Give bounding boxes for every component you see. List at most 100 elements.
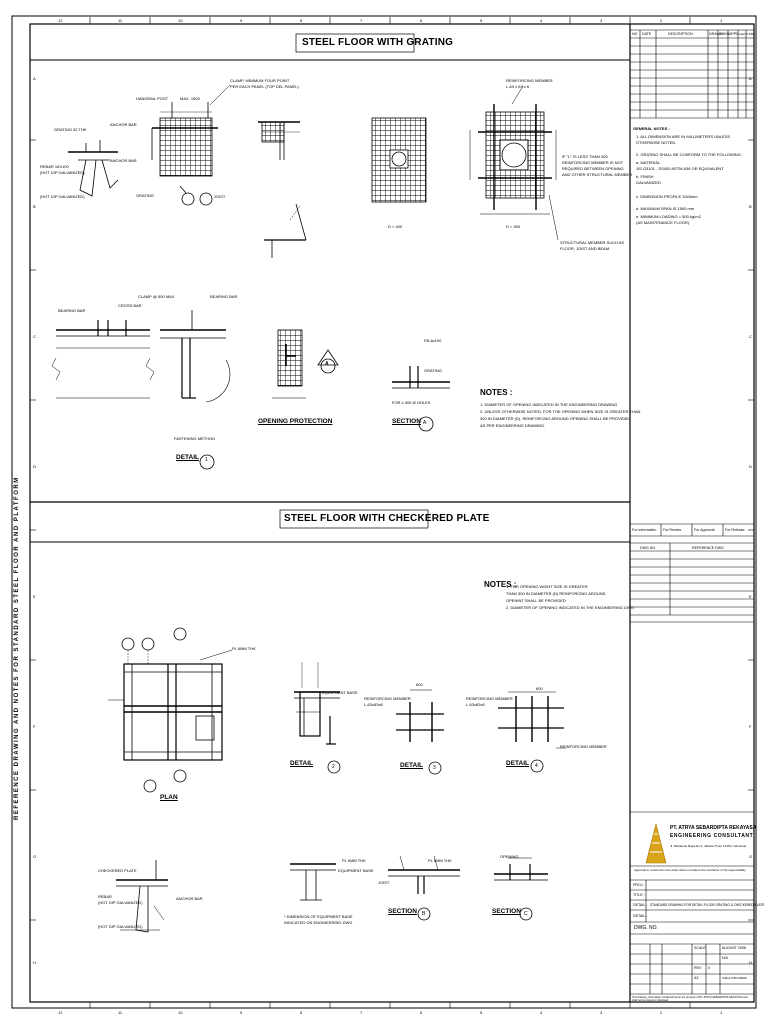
- label-reinforcing-size: L-63 x 63 x 6: [506, 84, 530, 89]
- label-plate-thk: PL 6MM THK: [232, 646, 256, 651]
- border-number: 4: [540, 1010, 543, 1015]
- border-number: 11: [118, 1010, 123, 1015]
- section-marker-a: A: [325, 361, 329, 367]
- border-letter: C: [33, 334, 36, 339]
- border-letter: D: [33, 464, 36, 469]
- label-dim-b: D > 300: [506, 224, 521, 229]
- rev-col: APPD: [729, 32, 739, 36]
- rev-label: REV: [694, 966, 702, 970]
- label-checkered-plate: CHECKERED PLATE: [98, 868, 137, 873]
- border-number: 5: [480, 18, 483, 23]
- checkered-note: 1. FOR OPENING WIDHT SIZE IS GREATER: [506, 584, 588, 589]
- label-cross-bar: CROSS BAR: [118, 303, 142, 308]
- label-handrail-post: HANDRAIL POST: [136, 96, 169, 101]
- grating-note: 300 IN DIAMETER (D), REINFORCING AROUND …: [480, 416, 631, 421]
- dwg-no-label: DWG. NO.: [634, 925, 658, 931]
- status-for-review: For Review: [663, 528, 682, 532]
- ref-dwg-no-header: DWG NO.: [640, 546, 657, 550]
- border-letter: E: [749, 594, 752, 599]
- detail-2-label: DETAIL: [290, 760, 313, 767]
- detail-label-2: DETAIL :: [633, 914, 648, 918]
- size-value: A3: [694, 976, 699, 980]
- detail-3-label: DETAIL: [400, 762, 423, 769]
- label-galv: (HOT DIP GALVANIZED): [40, 170, 85, 175]
- border-number: 2: [660, 1010, 663, 1015]
- label-reinforcing-member-4b: REINFORCING MEMBER: [560, 744, 607, 749]
- label-reinforcing-member: REINFORCING MEMBER: [506, 78, 553, 83]
- label-if-note-2: REINFORCING MEMBER IS NOT: [562, 160, 624, 165]
- label-joist-c: JOIST: [378, 880, 390, 885]
- label-grating-thk: GRATING 32 THK: [54, 127, 87, 132]
- detail-description: STANDARD DRAWING FOR DETAIL FLOOR GRATIN…: [650, 903, 765, 907]
- border-number: 11: [118, 18, 123, 23]
- label-fastening: FASTENING METHOD: [174, 436, 216, 441]
- label-bearing-bar: BEARING BAR: [58, 308, 86, 313]
- general-note: b. FINISH: [636, 174, 654, 179]
- border-number: 2: [660, 18, 663, 23]
- detail-2-number: 2: [332, 764, 335, 770]
- label-if-note-4: AND OTHER STRUCTURAL MEMBER: [562, 172, 633, 177]
- border-number: 1: [720, 18, 723, 23]
- label-clamp-2: PER EACH PANEL (TOP DEL PANEL): [230, 84, 299, 89]
- company-address: Jl. Matraman Raya No.3, Jakarta Timur 13…: [670, 844, 747, 848]
- border-letter: E: [33, 594, 36, 599]
- label-max-size: MAX. 1500: [180, 96, 200, 101]
- grating-note: 1. DIAMETER OF OPENING INDICATED IN THE …: [480, 402, 618, 407]
- label-d600-a: 600: [416, 682, 423, 687]
- grating-note: AS PER ENGINEERING DRAWING.: [480, 423, 546, 428]
- label-if-note-3: REQUIRED BETWEEN OPENING: [562, 166, 624, 171]
- approval-disclaimer: Approval or review from the other does n…: [634, 868, 746, 872]
- checkered-section-title: STEEL FLOOR WITH CHECKERED PLATE: [284, 513, 490, 524]
- label-rebar: REBAR 16X100: [40, 164, 69, 169]
- proj-label: PROJ :: [633, 883, 645, 887]
- label-bearing-bar-2: BEARING BAR: [210, 294, 238, 299]
- label-rebar-c: REBAR: [98, 894, 112, 899]
- general-note: c. DIMENSION PROFILE 32x5mm: [636, 194, 698, 199]
- border-letter: A: [749, 76, 752, 81]
- grating-note: 2. UNLESS OTHERWISE NOTED, FOR THE OPENI…: [480, 409, 641, 414]
- border-number: 9: [240, 1010, 243, 1015]
- label-plate-thk-3: PL 6MM THK: [428, 858, 452, 863]
- detail-4-number: 4: [535, 763, 538, 769]
- detail-3-number: 3: [433, 765, 436, 771]
- scale-label: SCALE: [694, 946, 706, 950]
- label-reinforcing-member-3: REINFORCING MEMBER: [364, 696, 411, 701]
- rev-col: DATE: [642, 32, 652, 36]
- border-letter: B: [749, 204, 752, 209]
- label-reinforcing-member-4: REINFORCING MEMBER: [466, 696, 513, 701]
- general-note: GALVANIZED: [636, 180, 661, 185]
- general-notes-title: GENERAL NOTES :: [633, 126, 670, 131]
- company-name: PT. ATRYA SEBARDIPTA REKAYASA: [670, 825, 757, 831]
- border-letter: B: [33, 204, 36, 209]
- code-value: X4E-0-STD-00005: [722, 976, 747, 980]
- label-if-note-1: IF "L" IS LESS THAN 300: [562, 154, 608, 159]
- label-opening: OPENING: [500, 854, 519, 859]
- general-note: a. MATERIAL: [636, 160, 661, 165]
- label-plate-thk-2: PL 6MM THK: [342, 858, 366, 863]
- border-number: 6: [420, 1010, 423, 1015]
- border-letter: G: [33, 854, 37, 859]
- rev-col: CHKD: [719, 32, 730, 36]
- label-reinforcing-size-3: L-63x63x6: [364, 702, 383, 707]
- general-note: JIS G3101 - SS400 ASTM A36 OR EQUIVALENT: [636, 166, 724, 171]
- border-number: 7: [360, 1010, 363, 1015]
- label-reinforcing-size-4: L-63x63x6: [466, 702, 485, 707]
- status-for-approval: For Approval: [694, 528, 715, 532]
- label-fb: FB-6x100: [424, 338, 442, 343]
- checkered-note: OPENINT SHALL BE PROVIDED: [506, 598, 566, 603]
- detail-1-number: 1: [205, 457, 208, 463]
- rev-value: 0: [708, 966, 710, 970]
- general-note: e. MINIMUM LOADING = 500 kg/m2: [636, 214, 701, 219]
- label-dim-a: D < 400: [388, 224, 403, 229]
- label-galv-2: (HOT DIP GALVANIZED): [40, 194, 85, 199]
- border-letter: F: [749, 724, 752, 729]
- border-number: 10: [178, 1010, 183, 1015]
- title-label: TITLE :: [633, 893, 645, 897]
- label-dim-note-1: * DIMENSION OF EQUIPMENT BASE: [284, 914, 353, 919]
- label-grating: GRATING: [136, 193, 154, 198]
- label-joist: JOIST: [214, 194, 226, 199]
- company-subtitle: ENGINEERING CONSULTANT: [670, 833, 754, 839]
- side-margin-text: REFERENCE DRAWING AND NOTES FOR STANDARD…: [14, 476, 20, 820]
- label-equipment-base: EQUIPMENT BASE: [322, 690, 358, 695]
- label-struct-member-1: STRUCTURAL MEMBER SUCH AS: [560, 240, 625, 245]
